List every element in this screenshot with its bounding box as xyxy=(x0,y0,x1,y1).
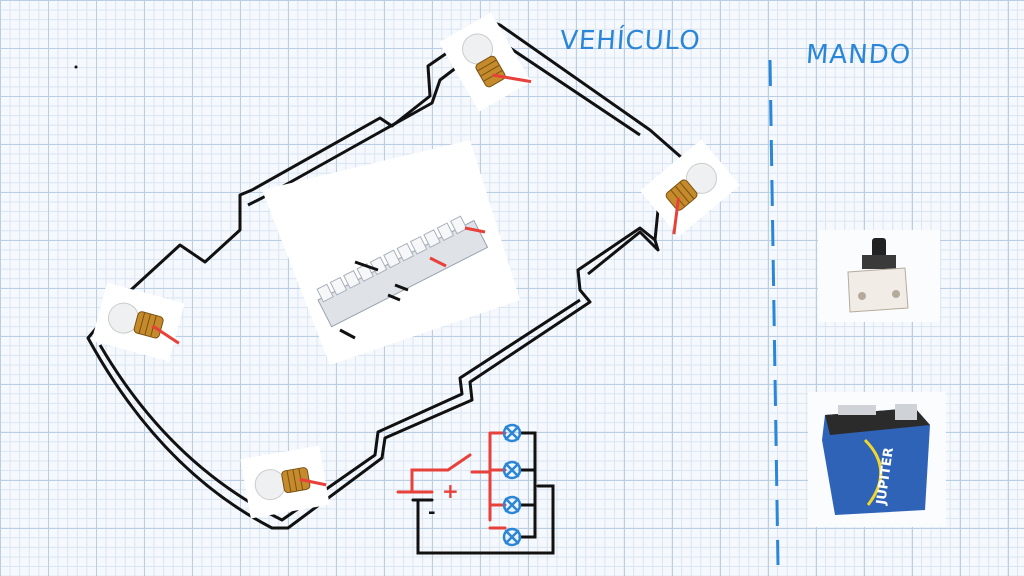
bulb-image-top xyxy=(439,12,532,112)
minus-sign: - xyxy=(428,502,435,523)
push-switch-image xyxy=(818,230,940,322)
battery-image: JUPITER xyxy=(808,392,946,527)
ink-dot xyxy=(74,65,78,69)
bulb-image-right xyxy=(640,139,740,237)
circuit-schematic xyxy=(396,423,555,555)
bulb-image-bottom xyxy=(240,445,330,519)
plus-sign: + xyxy=(442,479,459,503)
vehicle-chassis xyxy=(86,20,692,530)
bulb-image-left xyxy=(91,282,185,362)
terminal-block-image xyxy=(262,140,520,365)
section-divider xyxy=(768,59,780,566)
